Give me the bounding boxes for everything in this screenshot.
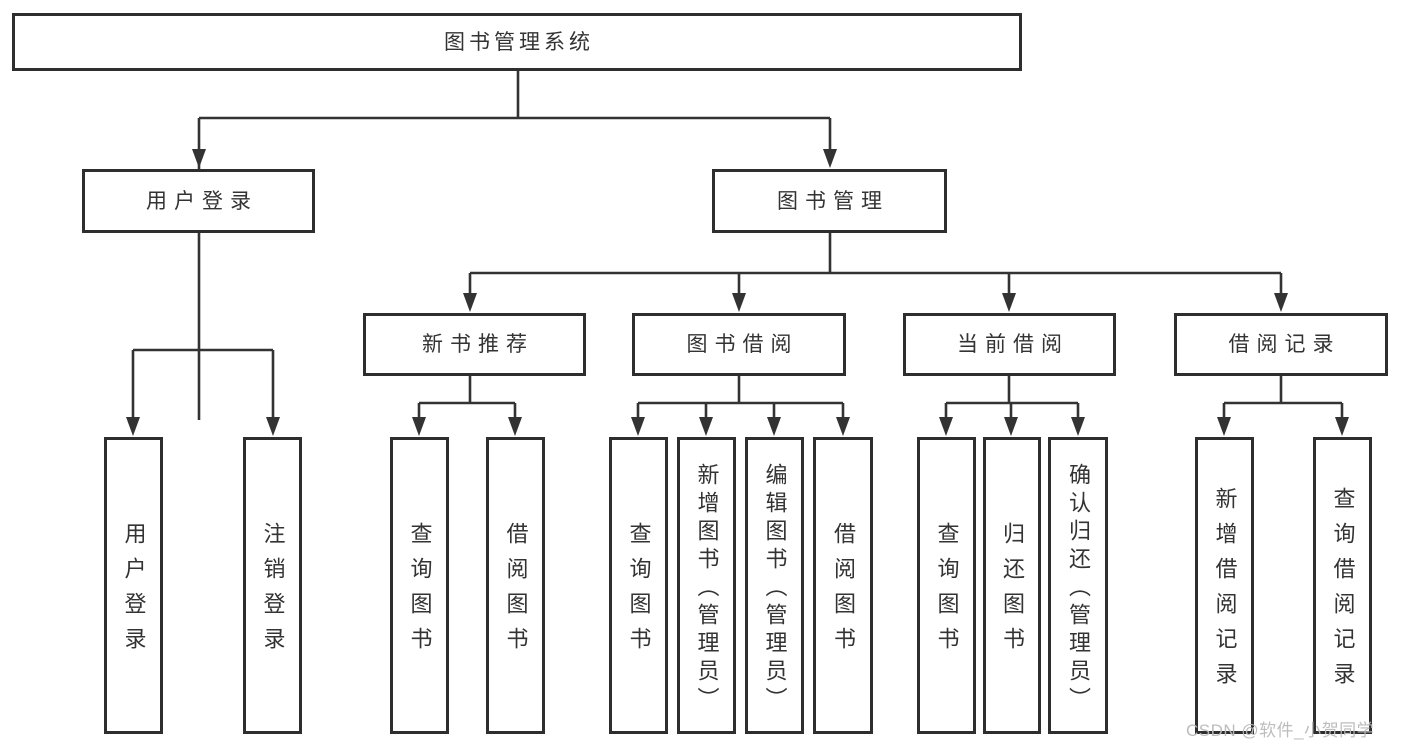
arrow-down-icon (732, 293, 746, 312)
arrow-down-icon (126, 417, 140, 436)
arrow-down-icon (266, 417, 280, 436)
leaf-recommend-borrow-books: 借阅图书 (486, 437, 545, 734)
node-label: 归还图书 (1000, 522, 1025, 662)
node-label: 查询图书 (626, 522, 652, 662)
leaf-query-borrow-record: 查询借阅记录 (1313, 437, 1372, 734)
arrow-down-icon (1071, 417, 1085, 436)
node-label: 图书借阅 (686, 333, 799, 356)
leaf-add-borrow-record: 新增借阅记录 (1195, 437, 1254, 734)
leaf-borrowing-borrow-books: 借阅图书 (813, 437, 873, 734)
node-book-borrowing: 图书借阅 (632, 313, 846, 376)
node-label: 图书管理系统 (444, 30, 594, 54)
arrow-down-icon (823, 149, 837, 168)
arrow-down-icon (192, 149, 206, 168)
leaf-borrowing-query-books: 查询图书 (609, 437, 668, 734)
node-current-borrowing: 当前借阅 (903, 313, 1116, 376)
arrow-down-icon (836, 417, 850, 436)
leaf-logout: 注销登录 (243, 437, 302, 734)
leaf-user-login: 用户登录 (104, 437, 163, 734)
node-label: 查询图书 (934, 522, 960, 662)
node-label: 新书推荐 (422, 333, 534, 356)
node-label: 借阅记录 (1228, 333, 1341, 356)
leaf-add-books-admin: 新增图书（管理员） (677, 437, 736, 734)
node-label: 借阅图书 (831, 522, 856, 662)
arrow-down-icon (412, 417, 426, 436)
arrow-down-icon (939, 417, 953, 436)
arrow-down-icon (1217, 417, 1231, 436)
node-label: 确认归还（管理员） (1066, 462, 1091, 715)
leaf-current-query-books: 查询图书 (917, 437, 976, 734)
node-label: 用户登录 (146, 189, 258, 213)
csdn-watermark: CSDN @软件_小贺同学 (1186, 721, 1375, 740)
node-user-login: 用户登录 (82, 169, 315, 233)
arrow-down-icon (1004, 417, 1018, 436)
node-new-book-recommend: 新书推荐 (363, 313, 586, 376)
node-book-management: 图书管理 (712, 169, 947, 233)
arrow-down-icon (767, 417, 781, 436)
arrow-down-icon (1274, 293, 1288, 312)
leaf-edit-books-admin: 编辑图书（管理员） (745, 437, 804, 734)
node-library-system: 图书管理系统 (12, 13, 1022, 71)
arrow-down-icon (631, 417, 645, 436)
node-label: 新增借阅记录 (1212, 487, 1238, 697)
arrow-down-icon (699, 417, 713, 436)
node-label: 当前借阅 (957, 333, 1069, 356)
node-label: 借阅图书 (503, 522, 529, 662)
arrow-down-icon (1002, 293, 1016, 312)
arrow-down-icon (508, 417, 522, 436)
leaf-confirm-return-admin: 确认归还（管理员） (1048, 437, 1108, 734)
node-borrowing-records: 借阅记录 (1174, 313, 1388, 376)
node-label: 查询图书 (407, 522, 433, 662)
arrow-down-icon (1335, 417, 1349, 436)
node-label: 图书管理 (777, 189, 889, 213)
node-label: 注销登录 (260, 522, 286, 662)
leaf-recommend-query-books: 查询图书 (390, 437, 449, 734)
node-label: 编辑图书（管理员） (762, 462, 788, 715)
node-label: 查询借阅记录 (1330, 487, 1356, 697)
leaf-return-books: 归还图书 (983, 437, 1041, 734)
arrow-down-icon (463, 293, 477, 312)
node-label: 用户登录 (121, 522, 147, 662)
node-label: 新增图书（管理员） (694, 462, 720, 715)
